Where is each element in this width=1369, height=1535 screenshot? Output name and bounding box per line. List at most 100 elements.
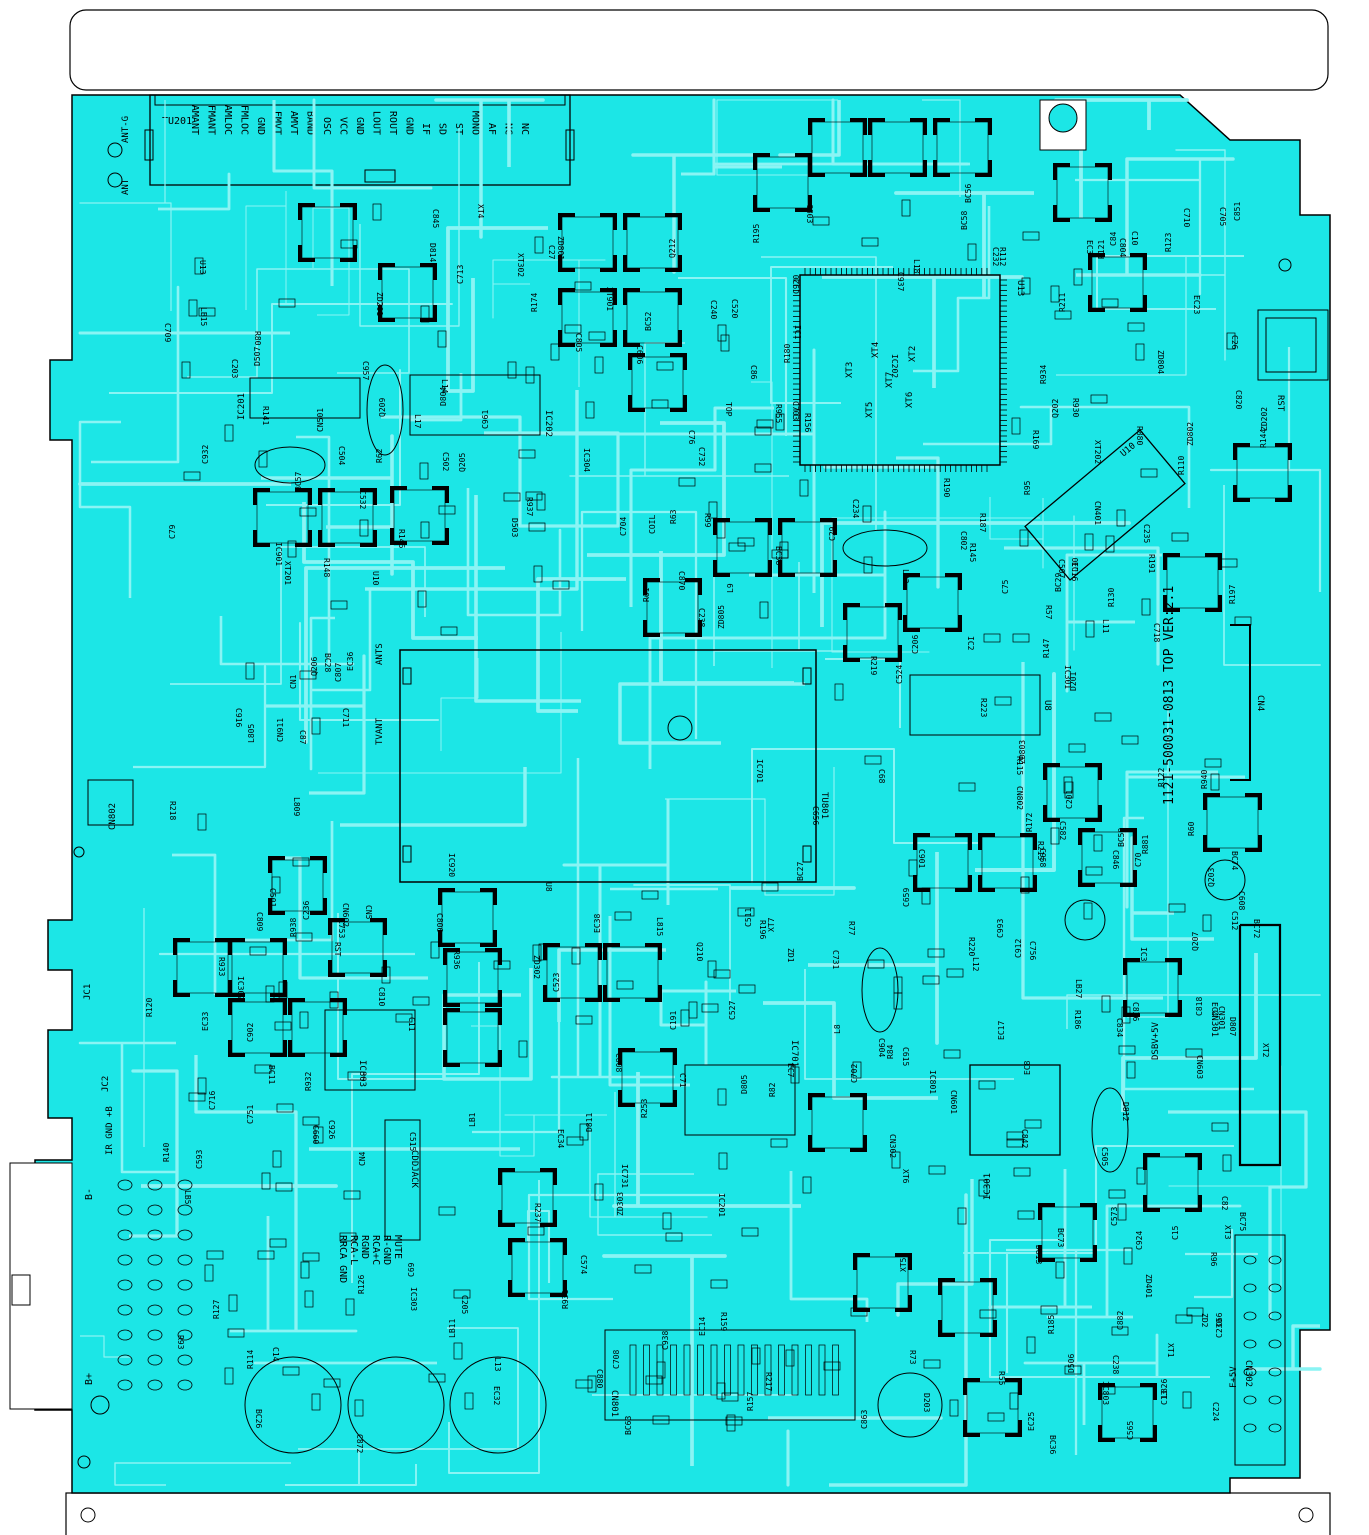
smd-component bbox=[756, 419, 774, 429]
smd-component bbox=[538, 943, 548, 961]
capacitor-footprint bbox=[978, 833, 1037, 892]
component-ref-label: ZD202 bbox=[1260, 407, 1269, 431]
smd-component bbox=[197, 1077, 207, 1095]
trace bbox=[820, 521, 1131, 627]
ic-ic803-label: IC803 bbox=[357, 1060, 367, 1087]
component-ref-label: C842 bbox=[1020, 1129, 1029, 1148]
component-ref-label: R73 bbox=[908, 1350, 917, 1365]
component-ref-label: C704 bbox=[619, 517, 628, 536]
ic-u13-pins bbox=[793, 268, 1007, 472]
smd-component bbox=[292, 857, 310, 867]
capacitor-footprint bbox=[328, 918, 387, 977]
smd-component bbox=[1117, 1203, 1127, 1221]
component-ref-label: R237 bbox=[533, 1203, 542, 1222]
component-ref-label: C901 bbox=[917, 849, 926, 868]
component-ref-label: CN911 bbox=[276, 718, 285, 742]
ic-ref-label: U13 bbox=[198, 260, 207, 275]
capacitor-footprint bbox=[288, 998, 347, 1057]
through-hole-pad bbox=[177, 1329, 193, 1341]
smd-component bbox=[227, 1328, 245, 1338]
component-ref-label: D804 bbox=[439, 387, 448, 406]
trace bbox=[763, 1001, 938, 1100]
smd-component bbox=[532, 944, 542, 962]
component-ref-label: C820 bbox=[1234, 390, 1243, 409]
component-ref-label: C703 bbox=[791, 401, 800, 420]
component-ref-label: R80 bbox=[253, 331, 262, 346]
ant-g-label: ANT-G bbox=[121, 116, 131, 143]
component-ref-label: LB5 bbox=[183, 1190, 192, 1205]
component-ref-label: BC36 bbox=[1048, 1435, 1057, 1454]
smd-component bbox=[323, 1378, 341, 1388]
component-ref-label: XT901 bbox=[605, 287, 614, 311]
smd-component bbox=[1085, 620, 1095, 638]
component-ref-label: R191 bbox=[1147, 554, 1156, 573]
smd-component bbox=[339, 1232, 357, 1242]
component-ref-label: XT5 bbox=[899, 1257, 908, 1272]
smd-component bbox=[1064, 781, 1074, 799]
smd-component bbox=[503, 492, 521, 502]
through-hole-pad bbox=[1243, 1423, 1257, 1433]
cn302-label: CN302 bbox=[1243, 1360, 1253, 1387]
smd-component bbox=[438, 1206, 456, 1216]
component-ref-label: TOP bbox=[724, 402, 733, 417]
trace bbox=[589, 1092, 708, 1218]
tuner-pin-label: FMVT bbox=[272, 111, 283, 135]
smd-component bbox=[867, 959, 885, 969]
smd-component bbox=[1094, 712, 1112, 722]
capacitor-footprint bbox=[623, 213, 682, 272]
component-ref-label: Q203 bbox=[1207, 868, 1216, 887]
ic-ic701: IC701 bbox=[684, 1040, 799, 1136]
smd-component bbox=[552, 580, 570, 590]
trace bbox=[264, 654, 366, 795]
smd-component bbox=[1084, 533, 1094, 551]
trace bbox=[962, 1144, 1234, 1373]
component-ref-label: BC59 bbox=[1117, 828, 1126, 847]
smd-component bbox=[614, 911, 632, 921]
smd-component bbox=[717, 324, 727, 342]
component-ref-label: R931 bbox=[561, 1290, 570, 1309]
smd-component bbox=[761, 882, 779, 892]
through-hole-pad bbox=[1243, 1311, 1257, 1321]
smd-component bbox=[265, 985, 275, 1003]
smd-component bbox=[737, 907, 755, 917]
component-ref-label: D813 bbox=[1034, 1245, 1043, 1264]
component-ref-label: CN5 bbox=[364, 905, 373, 920]
component-ref-label: C957 bbox=[361, 361, 370, 380]
trace bbox=[822, 275, 1024, 388]
trace bbox=[808, 852, 939, 1045]
through-hole-pad bbox=[177, 1204, 193, 1216]
smd-component bbox=[1123, 1247, 1133, 1265]
smd-component bbox=[276, 1103, 294, 1113]
smd-component bbox=[188, 299, 198, 317]
smd-component bbox=[271, 876, 281, 894]
component-ref-label: R140 bbox=[162, 1143, 171, 1162]
through-hole-pad bbox=[177, 1279, 193, 1291]
component-ref-label: L815 bbox=[655, 917, 664, 936]
component-ref-label: C656 bbox=[811, 806, 820, 825]
smd-component bbox=[1118, 1045, 1136, 1055]
component-ref-label: C710 bbox=[1182, 208, 1191, 227]
component-ref-label: R169 bbox=[1031, 430, 1040, 449]
smd-component bbox=[278, 981, 288, 999]
trace bbox=[1066, 994, 1321, 1029]
smd-component bbox=[680, 1009, 690, 1027]
component-ref-label: D506 bbox=[1067, 1354, 1076, 1373]
component-ref-label: ZD1 bbox=[786, 948, 795, 963]
smd-component bbox=[1068, 743, 1086, 753]
component-ref-label: L18 bbox=[912, 259, 921, 274]
component-ref-label: C836 bbox=[1131, 1002, 1140, 1021]
component-ref-label: LB11 bbox=[448, 1319, 457, 1338]
smd-component bbox=[437, 330, 447, 348]
smd-component bbox=[206, 1250, 224, 1260]
component-ref-label: XT1 bbox=[1166, 1343, 1175, 1358]
component-ref-label: XT202 bbox=[1093, 440, 1102, 464]
component-ref-label: CN802 bbox=[1015, 786, 1024, 810]
component-ref-label: C240 bbox=[709, 300, 718, 319]
board-hole-left-mid bbox=[73, 846, 85, 858]
component-ref-label: XT4 bbox=[476, 204, 485, 219]
component-ref-label: R141 bbox=[261, 406, 270, 425]
component-ref-label: C660 bbox=[311, 1125, 320, 1144]
ic-ref-label: IC3 bbox=[1139, 947, 1148, 962]
capacitor-footprint bbox=[623, 288, 682, 347]
